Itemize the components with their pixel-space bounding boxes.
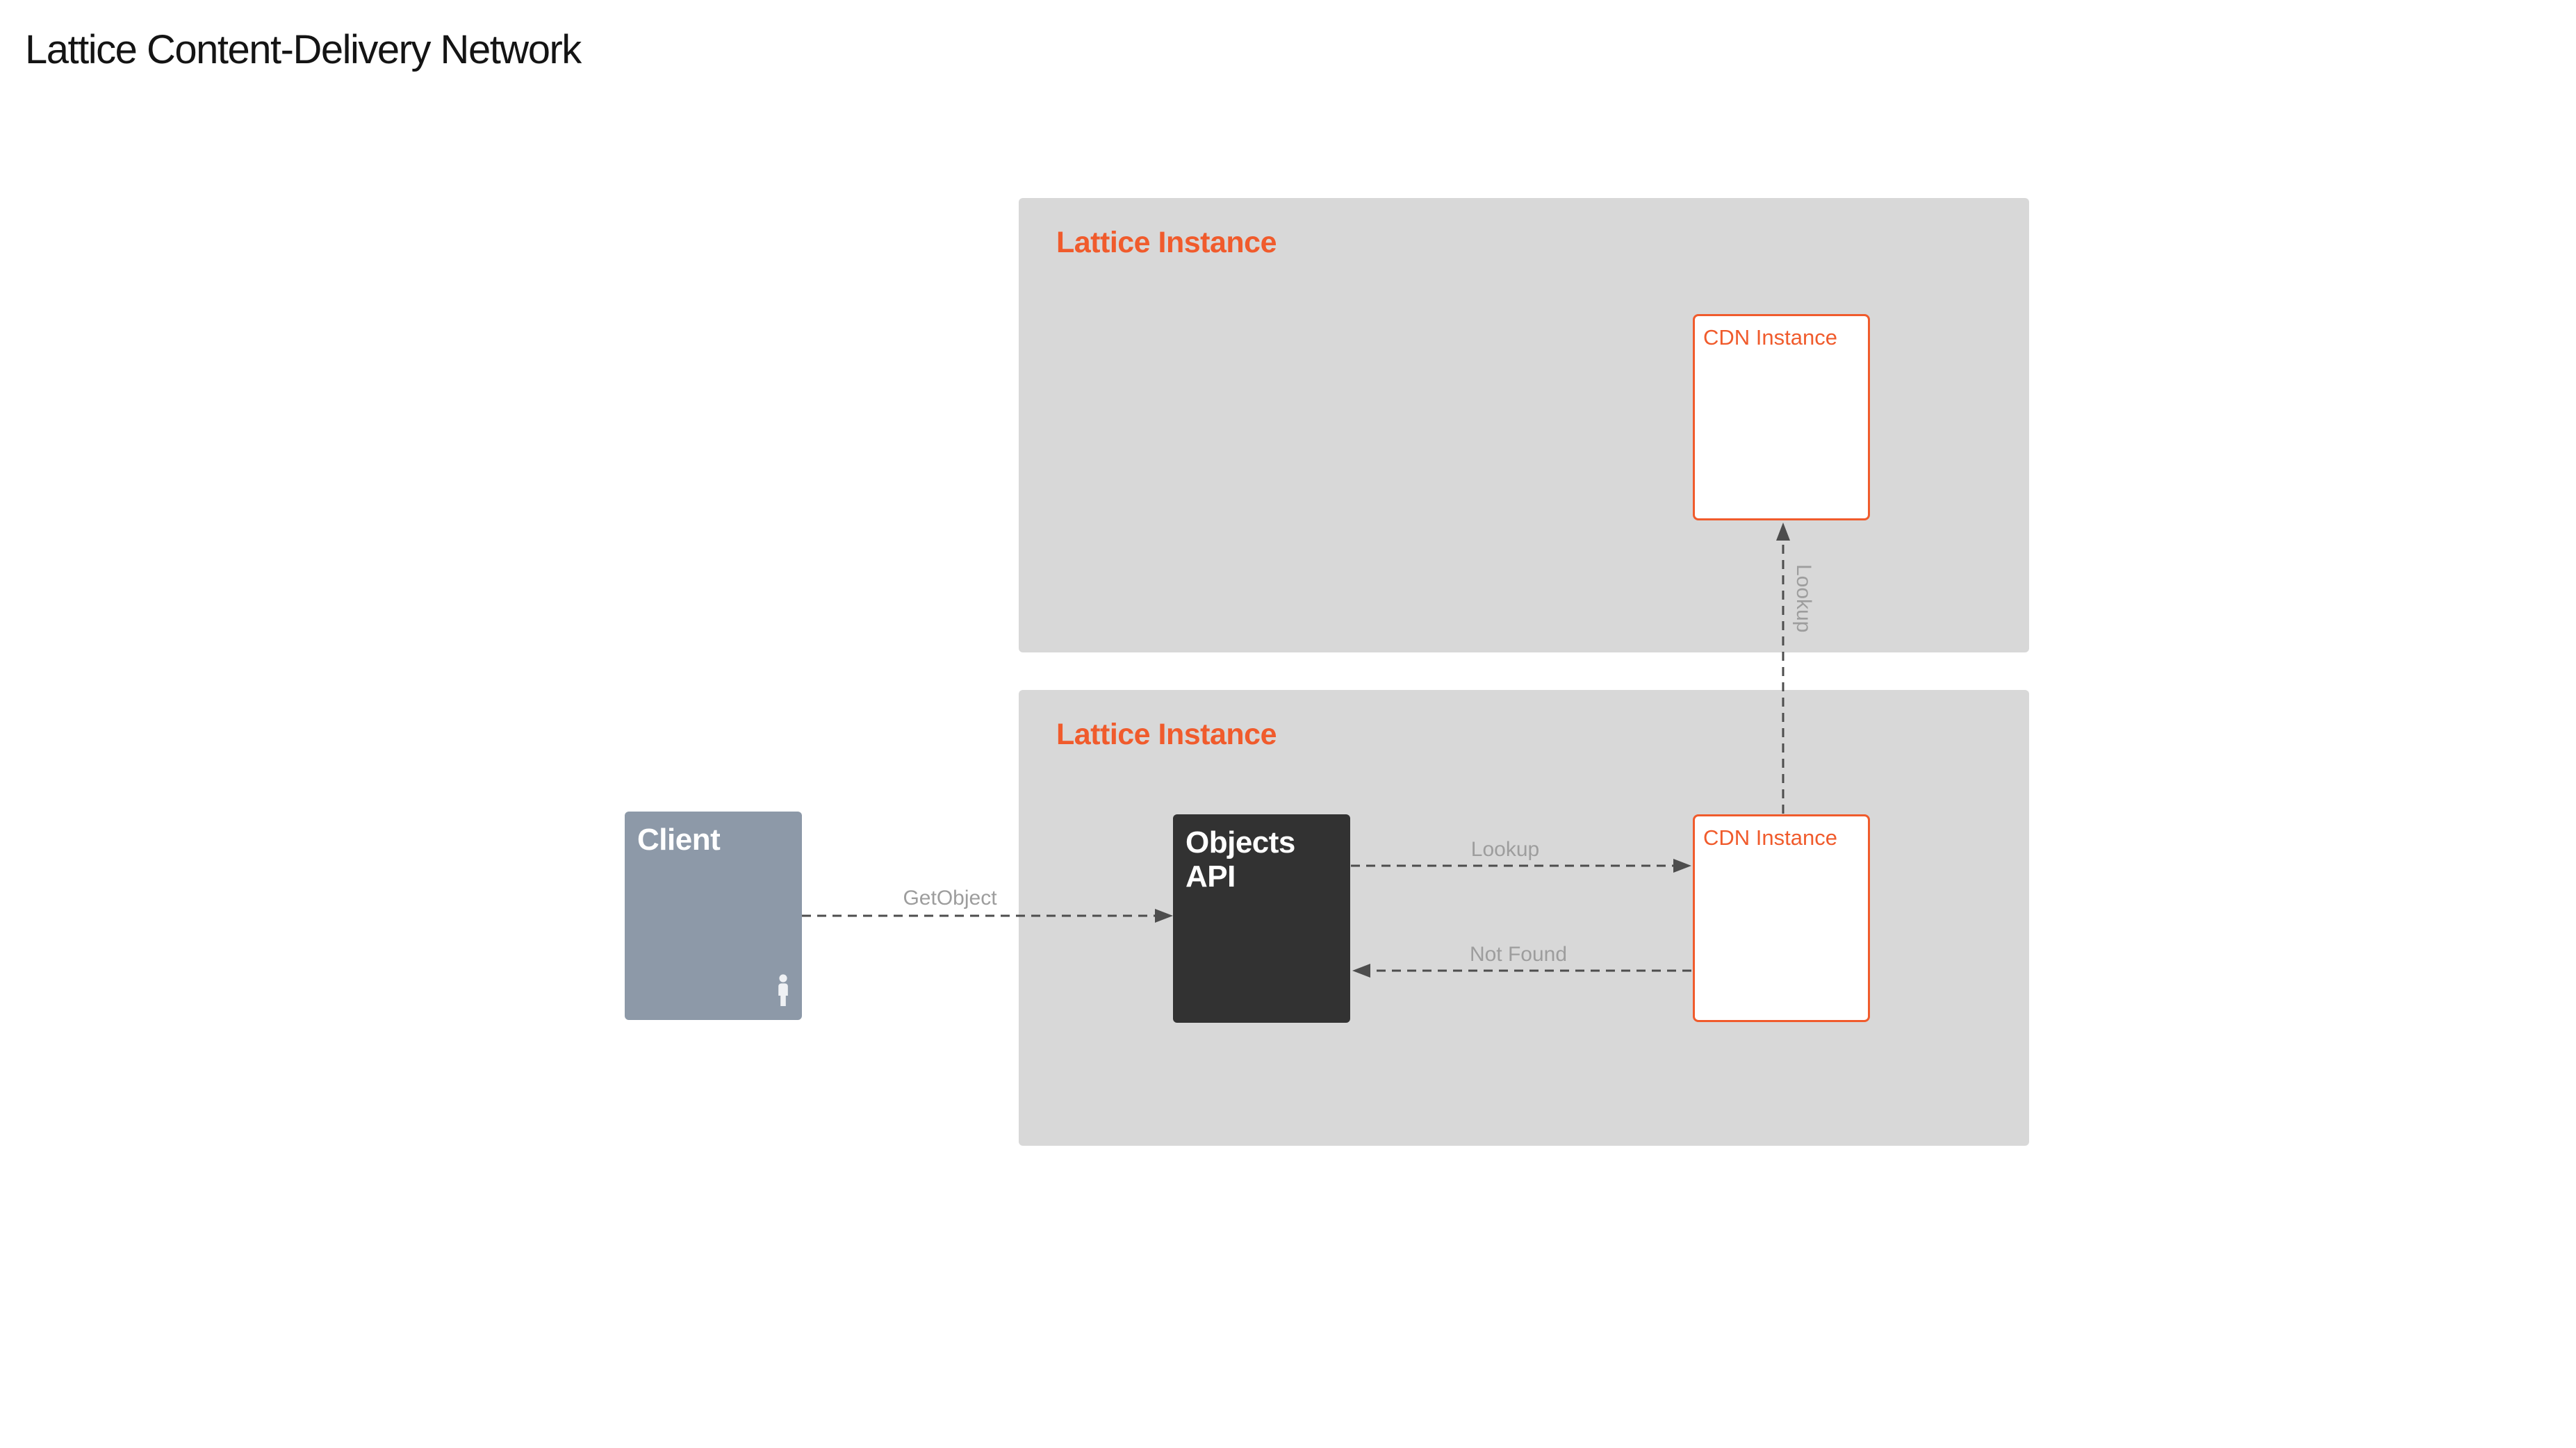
person-icon [778,974,788,1006]
cdn-instance-top-label: CDN Instance [1703,325,1837,349]
objects-api-label: Objects API [1186,825,1295,894]
cdn-instance-bottom-label: CDN Instance [1703,825,1837,850]
lattice-instance-top: Lattice Instance [1019,198,2029,652]
cdn-instance-node-bottom: CDN Instance [1693,814,1870,1022]
lattice-instance-top-title: Lattice Instance [1056,226,1277,259]
client-node: Client [625,812,802,1020]
cdn-instance-node-top: CDN Instance [1693,314,1870,520]
getobject-edge-label: GetObject [903,887,997,910]
lattice-instance-bottom-title: Lattice Instance [1056,718,1277,751]
lattice-instance-bottom: Lattice Instance [1019,690,2029,1146]
lookup-vertical-edge-label: Lookup [1792,563,1815,633]
client-label: Client [637,823,721,857]
lookup-edge-label: Lookup [1470,838,1540,861]
objects-api-node: Objects API [1173,814,1350,1023]
not-found-edge-label: Not Found [1469,943,1568,966]
page-title: Lattice Content-Delivery Network [25,27,582,72]
